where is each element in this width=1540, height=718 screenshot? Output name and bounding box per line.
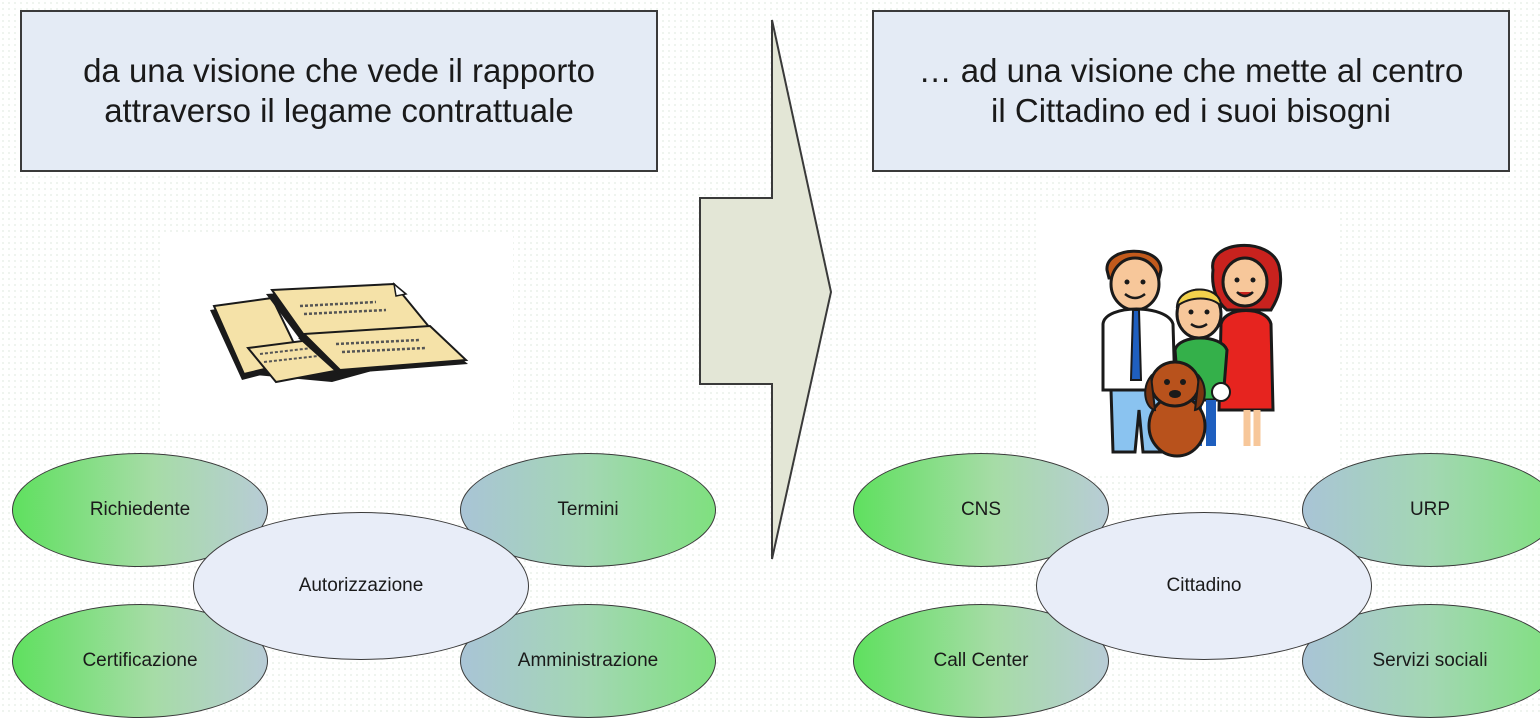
oval-call-center-label: Call Center [933, 650, 1029, 671]
family-icon [1101, 244, 1283, 458]
oval-amministrazione-label: Amministrazione [517, 650, 659, 671]
right-title-box: … ad una visione che mette al centro il … [872, 10, 1510, 172]
right-arrow-icon [699, 19, 833, 560]
oval-urp-label: URP [1409, 499, 1451, 520]
contract-papers-icon [210, 282, 469, 384]
oval-autorizzazione: Autorizzazione [193, 512, 529, 660]
oval-termini-label: Termini [557, 499, 619, 520]
oval-richiedente-label: Richiedente [89, 499, 191, 520]
oval-servizi-sociali-label: Servizi sociali [1372, 650, 1488, 671]
oval-autorizzazione-label: Autorizzazione [298, 575, 424, 596]
oval-certificazione-label: Certificazione [82, 650, 198, 671]
oval-cittadino-label: Cittadino [1166, 575, 1242, 596]
left-title-box: da una visione che vede il rapporto attr… [20, 10, 658, 172]
right-title-text: … ad una visione che mette al centro il … [918, 52, 1464, 129]
oval-cns-label: CNS [960, 499, 1002, 520]
left-title-text: da una visione che vede il rapporto attr… [83, 52, 595, 129]
oval-cittadino: Cittadino [1036, 512, 1372, 660]
